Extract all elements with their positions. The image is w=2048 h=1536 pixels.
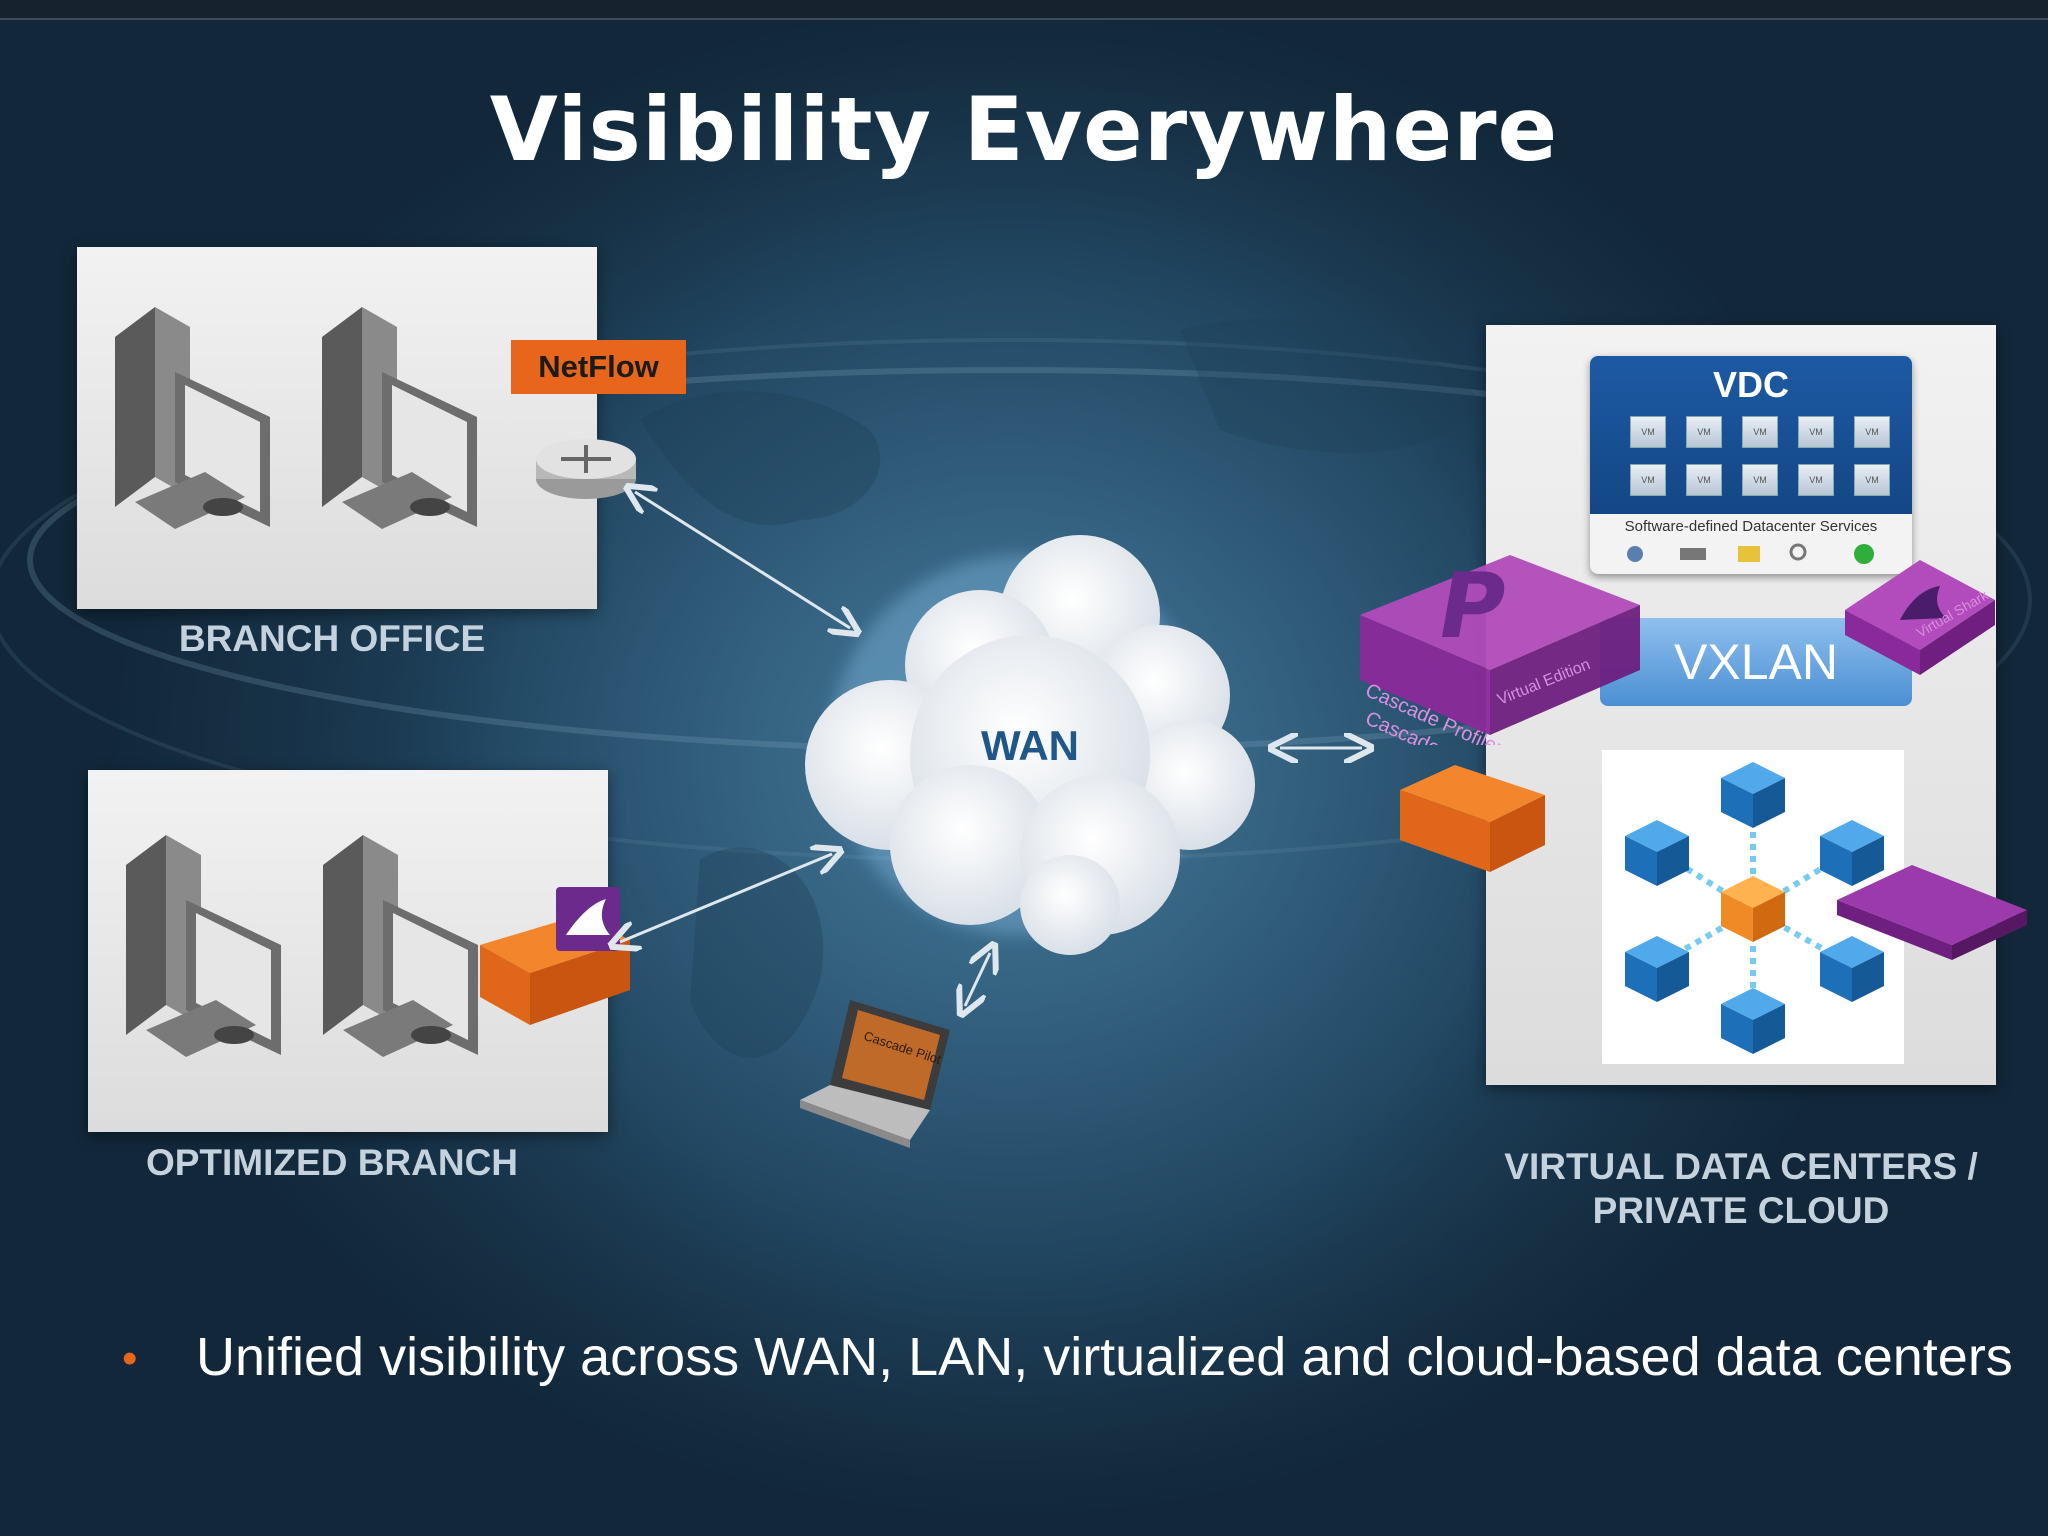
virtual-shark-box-icon: Virtual Shark — [1845, 560, 1995, 675]
wan-cloud-icon — [805, 535, 1255, 955]
cube-network-diagram — [1625, 762, 1884, 1054]
drive-icon — [1680, 548, 1706, 560]
shark-logo-icon — [556, 887, 620, 951]
vdc-services-text: Software-defined Datacenter Services — [1624, 518, 1878, 535]
vm-tile: VM — [1798, 464, 1834, 496]
cube-icon — [1721, 762, 1785, 828]
vm-tile: VM — [1854, 416, 1890, 448]
cube-icon — [1625, 936, 1689, 1002]
vm-tile: VM — [1686, 464, 1722, 496]
branch-office-label: BRANCH OFFICE — [178, 618, 486, 659]
datacenter-label-line2: PRIVATE CLOUD — [1592, 1190, 1890, 1231]
laptop-icon: Cascade Pilot — [800, 1000, 950, 1148]
vm-tile: VM — [1742, 464, 1778, 496]
magnifier-icon — [1789, 543, 1807, 561]
vm-tile: VM — [1686, 416, 1722, 448]
bullet-dot: • — [122, 1334, 138, 1383]
datacenter-label-line1: VIRTUAL DATA CENTERS / — [1504, 1146, 1978, 1187]
cube-icon — [1820, 936, 1884, 1002]
cube-icon — [1721, 988, 1785, 1054]
gateway-appliance-icon — [1400, 765, 1545, 872]
vm-tile: VM — [1630, 464, 1666, 496]
slide-title: Visibility Everywhere — [489, 78, 1559, 181]
vm-tile: VM — [1630, 416, 1666, 448]
branch-office-panel — [77, 247, 636, 609]
purple-appliance-icon — [1837, 865, 2027, 960]
desktop-computer-icon — [323, 835, 478, 1057]
hub-cube-icon — [1721, 876, 1785, 942]
database-icon — [1627, 546, 1643, 562]
desktop-computer-icon — [126, 835, 281, 1057]
vdc-box: VDC VM VM VM VM VM VM VM VM VM VM Softwa… — [1590, 356, 1912, 574]
vm-tile: VM — [1854, 464, 1890, 496]
router-icon — [536, 439, 636, 499]
cascade-profiler-box-icon: P Cascade Profiler Cascade Gateway Virtu… — [1360, 555, 1640, 745]
service-icons — [1627, 543, 1874, 564]
bullet-text: Unified visibility across WAN, LAN, virt… — [196, 1327, 2013, 1387]
folder-icon — [1738, 546, 1760, 562]
vdc-title: VDC — [1712, 364, 1789, 405]
vm-tile: VM — [1742, 416, 1778, 448]
check-icon — [1854, 544, 1874, 564]
wan-label: WAN — [981, 722, 1079, 769]
optimized-branch-label: OPTIMIZED BRANCH — [145, 1142, 519, 1183]
cube-icon — [1625, 820, 1689, 886]
desktop-computer-icon — [322, 307, 477, 529]
vm-tile: VM — [1798, 416, 1834, 448]
desktop-computer-icon — [115, 307, 270, 529]
cube-icon — [1820, 820, 1884, 886]
top-bar — [0, 0, 2048, 20]
netflow-badge: NetFlow — [511, 340, 686, 394]
vdc-services-strip: Software-defined Datacenter Services — [1590, 514, 1912, 574]
